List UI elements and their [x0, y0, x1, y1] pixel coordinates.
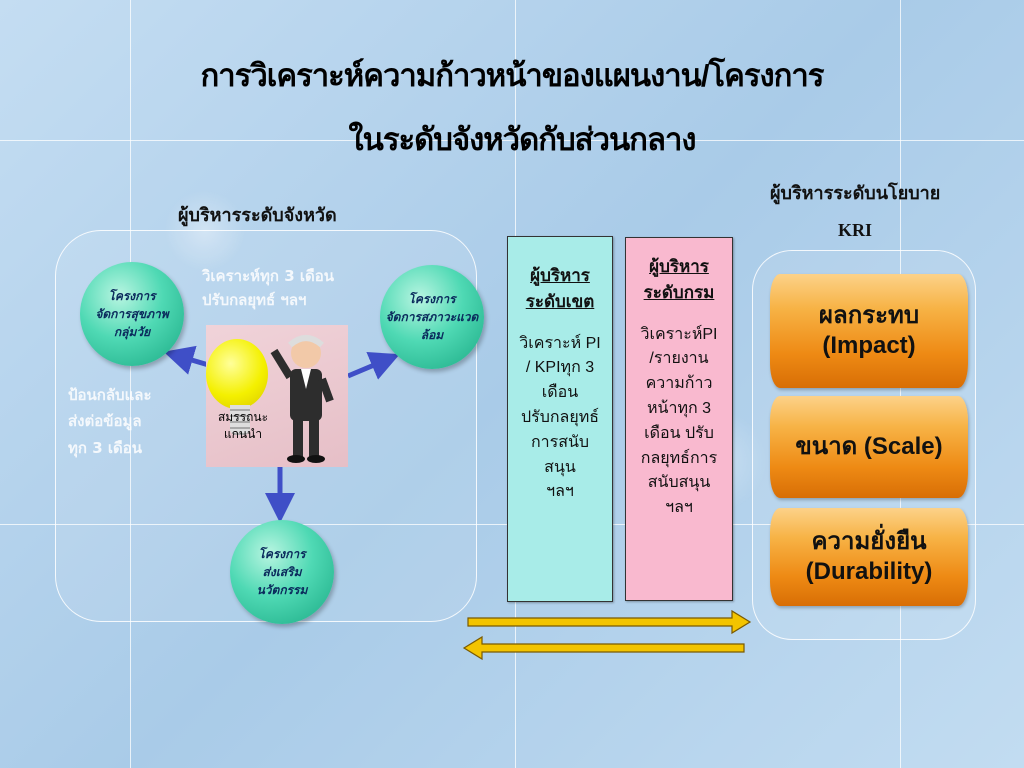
page-title: การวิเคราะห์ความก้าวหน้าของแผนงาน/โครงกา… — [200, 58, 825, 93]
feedback-text: ป้อนกลับและ ส่งต่อข้อมูล ทุก 3 เดือน — [68, 386, 152, 457]
flow-arrow-left — [462, 635, 745, 661]
kri-label: KRI — [838, 220, 873, 240]
flow-arrows — [462, 609, 752, 661]
health-project-circle: โครงการ จัดการสุขภาพ กลุ่มวัย — [80, 262, 184, 366]
district-box-body: วิเคราะห์ PI / KPIทุก 3 เดือน ปรับกลยุทธ… — [519, 334, 601, 501]
core-competency-label: สมรรถนะ แกนนำ — [217, 410, 269, 441]
department-box-title: ผู้บริหาร ระดับกรม — [643, 257, 715, 303]
scale-cylinder: ขนาด (Scale) — [770, 396, 968, 498]
innovation-project-circle: โครงการ ส่งเสริม นวัตกรรม — [230, 520, 334, 624]
page-subtitle: ในระดับจังหวัดกับส่วนกลาง — [348, 122, 697, 157]
grid-line — [0, 140, 1024, 141]
impact-cylinder: ผลกระทบ (Impact) — [770, 274, 968, 388]
presenter-figure-icon — [270, 335, 334, 463]
district-executive-box: ผู้บริหาร ระดับเขต วิเคราะห์ PI / KPIทุก… — [507, 236, 613, 602]
lightbulb-icon — [206, 339, 268, 409]
flow-arrow-right — [467, 609, 752, 635]
province-heading: ผู้บริหารระดับจังหวัด — [178, 205, 337, 226]
department-box-body: วิเคราะห์PI /รายงาน ความก้าว หน้าทุก 3 เ… — [640, 325, 718, 517]
grid-line — [130, 0, 131, 768]
department-executive-box: ผู้บริหาร ระดับกรม วิเคราะห์PI /รายงาน ค… — [625, 237, 733, 601]
environment-project-circle: โครงการ จัดการสภาวะแวด ล้อม — [380, 265, 484, 369]
lightbulb-base-icon — [230, 405, 250, 435]
durability-cylinder: ความยั่งยืน (Durability) — [770, 508, 968, 606]
leader-illustration: สมรรถนะ แกนนำ — [206, 325, 348, 467]
analysis-text: วิเคราะห์ทุก 3 เดือน ปรับกลยุทธ์ ฯลฯ — [202, 267, 334, 309]
district-box-title: ผู้บริหาร ระดับเขต — [525, 266, 595, 312]
arrow-to-environment-circle — [347, 351, 400, 380]
policy-heading: ผู้บริหารระดับนโยบาย — [770, 183, 941, 204]
